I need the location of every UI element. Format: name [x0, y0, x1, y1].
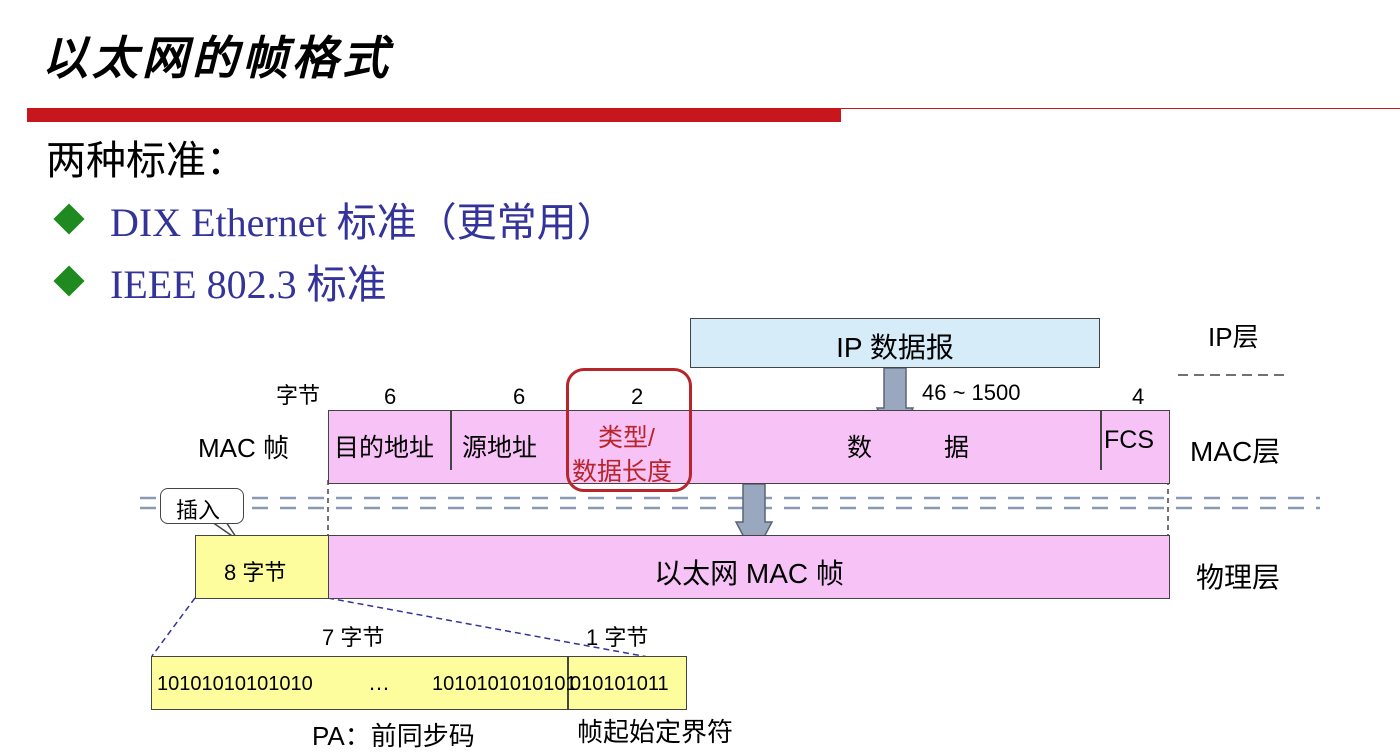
- seven-bytes-label: 7 字节: [322, 625, 385, 650]
- ip-datagram-box: [690, 318, 1100, 368]
- mac-frame-box: [328, 410, 1170, 484]
- bullet-dix: DIX Ethernet 标准（更常用）: [52, 190, 617, 248]
- sfd-label: 帧起始定界符: [577, 717, 734, 747]
- preamble-expand-right: [327, 597, 687, 665]
- field-separator: [1100, 410, 1102, 470]
- bullet-text: DIX Ethernet 标准（更常用）: [110, 200, 617, 245]
- data-field-char1: 数: [847, 434, 873, 462]
- bullet-text: IEEE 802.3 标准: [110, 262, 387, 307]
- insert-label: 插入: [176, 498, 221, 523]
- ethernet-mac-frame-box: [328, 535, 1170, 599]
- bullet-ieee: IEEE 802.3 标准: [52, 252, 387, 310]
- insert-callout: [160, 488, 244, 524]
- field-separator: [450, 410, 452, 470]
- fcs-size: 4: [1132, 384, 1145, 409]
- byte-unit-label: 字节: [276, 383, 321, 408]
- sfd-separator: [567, 656, 569, 710]
- data-size: 46 ~ 1500: [922, 380, 1021, 405]
- pa-bits: 10101010101010: [157, 673, 313, 695]
- mac-frame-label: MAC 帧: [198, 433, 290, 463]
- type-field-line1: 类型/: [598, 424, 655, 452]
- type-size: 2: [631, 384, 644, 409]
- pa-ellipsis: …: [368, 670, 390, 695]
- title-underline-bar: [27, 108, 841, 122]
- fcs-field: FCS: [1104, 426, 1154, 454]
- ethernet-mac-frame-label: 以太网 MAC 帧: [654, 558, 844, 589]
- one-byte-label: 1 字节: [586, 625, 649, 650]
- preamble-expand-left: [151, 597, 196, 657]
- pa-label: PA：前同步码: [312, 721, 475, 751]
- ip-layer-label: IP层: [1208, 322, 1259, 352]
- dest-size: 6: [384, 384, 397, 409]
- type-field-highlight: [566, 368, 692, 492]
- pa-bits-tail: 1010101010101: [432, 673, 577, 695]
- src-size: 6: [513, 384, 526, 409]
- subheading: 两种标准：: [46, 138, 246, 184]
- preamble-detail-box: [151, 656, 687, 710]
- type-field-line2: 数据长度: [572, 458, 673, 486]
- title-underline-line: [841, 108, 1400, 109]
- phys-layer-label: 物理层: [1196, 562, 1281, 593]
- data-field-char2: 据: [944, 434, 970, 462]
- preamble-bytes: 8 字节: [224, 560, 287, 585]
- sfd-bits: 010101011: [570, 673, 669, 695]
- page-title: 以太网的帧格式: [42, 31, 392, 85]
- ip-datagram-label: IP 数据报: [836, 332, 954, 363]
- mac-layer-label: MAC层: [1190, 436, 1281, 467]
- dest-address-field: 目的地址: [334, 434, 435, 462]
- src-address-field: 源地址: [462, 434, 538, 462]
